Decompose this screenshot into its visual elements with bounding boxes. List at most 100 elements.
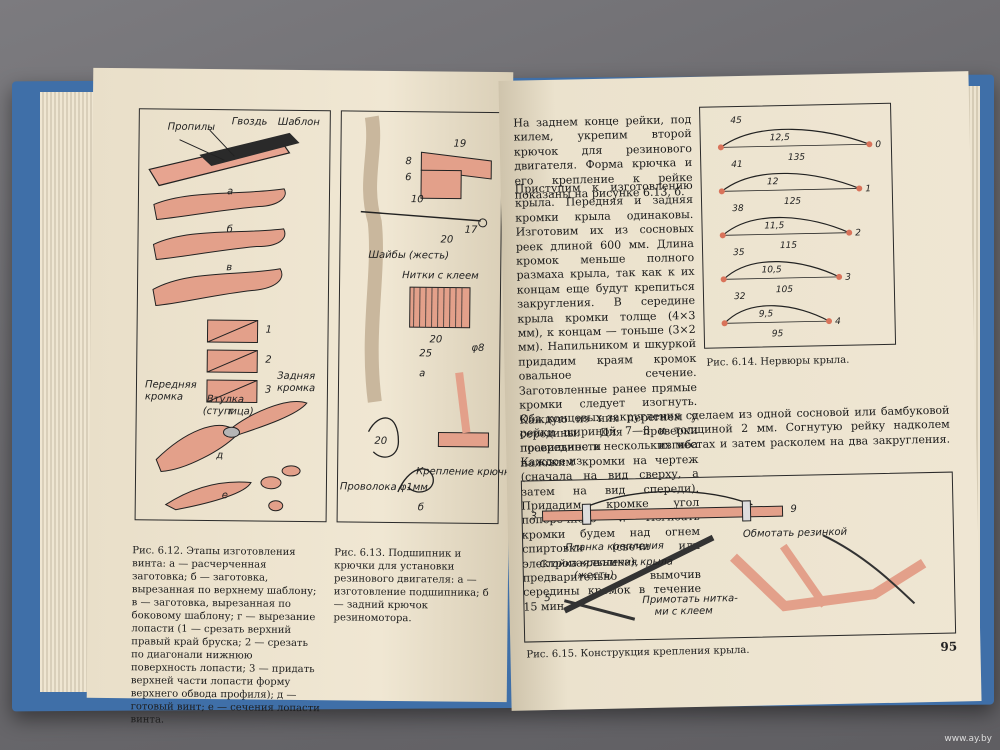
hook-b bbox=[397, 468, 434, 493]
rib-top-dim: 32 bbox=[734, 292, 746, 302]
label-kreplenie: Крепление крючка bbox=[416, 466, 517, 479]
dim-9: 9 bbox=[790, 503, 797, 515]
clip-left bbox=[581, 503, 592, 525]
rib-end bbox=[856, 185, 863, 192]
shaft bbox=[360, 210, 481, 222]
rib-end bbox=[719, 232, 726, 239]
rib-base bbox=[721, 188, 860, 192]
label-a: а bbox=[226, 186, 234, 198]
section-2 bbox=[281, 465, 301, 477]
section-1 bbox=[260, 476, 282, 490]
right-page: На заднем конце рейки, под килем, укрепи… bbox=[498, 71, 982, 711]
rib-curve bbox=[721, 172, 860, 192]
dim-3: 3 bbox=[530, 511, 538, 523]
page-number: 95 bbox=[940, 639, 958, 654]
propeller-view-2 bbox=[164, 481, 252, 511]
rib-end bbox=[826, 318, 833, 325]
fig-6-13-caption: Рис. 6.13. Подшипник и крючки для устано… bbox=[333, 547, 489, 625]
wing-spar bbox=[779, 543, 828, 608]
label-a: а bbox=[419, 368, 426, 380]
dim-19: 19 bbox=[453, 138, 467, 150]
template-piece bbox=[199, 132, 300, 167]
mount-post bbox=[455, 372, 471, 434]
label-d: д bbox=[216, 450, 224, 462]
wire-hook bbox=[367, 417, 400, 458]
label-propily: Пропилы bbox=[167, 121, 216, 134]
dim-8: 8 bbox=[405, 156, 412, 168]
strut-base bbox=[563, 599, 636, 621]
rib-base bbox=[724, 320, 830, 324]
rib-length-dim: 115 bbox=[780, 241, 798, 251]
bearing-block bbox=[420, 169, 462, 200]
label-planka: Планка крепления bbox=[565, 540, 664, 554]
hook-loop bbox=[478, 218, 488, 228]
label-b: б bbox=[417, 502, 424, 514]
label-e: е bbox=[221, 490, 229, 502]
wing-edge bbox=[730, 553, 927, 612]
rib-number: 2 bbox=[855, 228, 861, 238]
label-shablon: Шаблон bbox=[277, 116, 320, 129]
fig-6-13-frame: 19 8 6 10 17 20 Шайбы (жесть) Нитки с кл… bbox=[336, 110, 516, 525]
fig-6-15-caption: Рис. 6.15. Конструкция крепления крыла. bbox=[526, 644, 750, 661]
cut-line bbox=[179, 139, 225, 161]
label-perednyaya: Передняя bbox=[144, 379, 197, 391]
watermark: www.ay.by bbox=[944, 734, 992, 744]
fig-6-14-caption: Рис. 6.14. Нервюры крыла. bbox=[706, 354, 850, 369]
dim-phi8: φ8 bbox=[471, 342, 485, 354]
dim-20b: 20 bbox=[429, 334, 443, 346]
rib-height-dim: 9,5 bbox=[759, 309, 774, 319]
rubber-band bbox=[822, 534, 916, 605]
label-obmotat: Обмотать резинкой bbox=[742, 526, 848, 540]
dim-6: 6 bbox=[405, 172, 412, 184]
rib-end bbox=[718, 188, 725, 195]
step-3-diag bbox=[206, 380, 258, 403]
dim-10: 10 bbox=[410, 194, 424, 206]
fig-6-15-drawing bbox=[541, 490, 927, 621]
rib-number: 0 bbox=[875, 140, 881, 150]
rib-length-dim: 95 bbox=[772, 329, 784, 339]
rib-top-dim: 45 bbox=[730, 116, 742, 126]
rib-height-dim: 12,5 bbox=[770, 133, 791, 143]
rib-height-dim: 11,5 bbox=[764, 221, 785, 231]
rib-length-dim: 105 bbox=[776, 285, 794, 295]
strut bbox=[563, 534, 715, 614]
label-v: в bbox=[226, 262, 233, 274]
hub bbox=[223, 426, 241, 438]
rib-curve bbox=[722, 216, 850, 236]
rib-end bbox=[836, 273, 843, 280]
rib-curve bbox=[723, 261, 840, 280]
step-1-diag bbox=[207, 320, 258, 343]
thread-lines bbox=[413, 287, 463, 328]
label-zadnyaya: Задняя bbox=[277, 370, 316, 383]
blade-a bbox=[153, 188, 286, 221]
fig-6-15-frame: 3 9 Обмотать резинкой Планка крепления С… bbox=[520, 471, 957, 643]
rib-number: 1 bbox=[865, 184, 871, 194]
rib-base bbox=[720, 143, 870, 148]
nail-line bbox=[209, 129, 235, 157]
rib-curve bbox=[720, 128, 870, 148]
label-kromka: кромка bbox=[144, 391, 184, 403]
paragraph-3: Оба концевых закругления сделаем из одно… bbox=[519, 403, 951, 469]
rib-top-dim: 38 bbox=[732, 204, 744, 214]
left-page: Пропилы Гвоздь Шаблон а б в 1 2 3 г Пере… bbox=[86, 67, 516, 726]
label-shayby: Шайбы (жесть) bbox=[368, 249, 450, 262]
fig-6-12-frame: Пропилы Гвоздь Шаблон а б в 1 2 3 г Пере… bbox=[134, 108, 331, 523]
rib-height-dim: 10,5 bbox=[761, 265, 782, 275]
rib-length-dim: 135 bbox=[788, 153, 806, 163]
section-3 bbox=[268, 500, 284, 512]
label-primotat1: Примотать нитка- bbox=[642, 593, 738, 607]
clip-right bbox=[741, 500, 752, 522]
fuselage-rail bbox=[541, 505, 784, 522]
rib-end bbox=[866, 141, 873, 148]
rib-base bbox=[722, 232, 850, 236]
label-nitki: Нитки с клеем bbox=[402, 270, 479, 282]
label-vtulka: Втулка bbox=[206, 394, 245, 406]
label-provoloka: Проволока φ1мм bbox=[339, 481, 428, 494]
label-stoyka2: (жесть) bbox=[573, 569, 615, 582]
rib-top-dim: 35 bbox=[733, 248, 745, 258]
rib-end bbox=[846, 229, 853, 236]
blade-b bbox=[152, 228, 286, 261]
dim-17: 17 bbox=[464, 224, 478, 236]
